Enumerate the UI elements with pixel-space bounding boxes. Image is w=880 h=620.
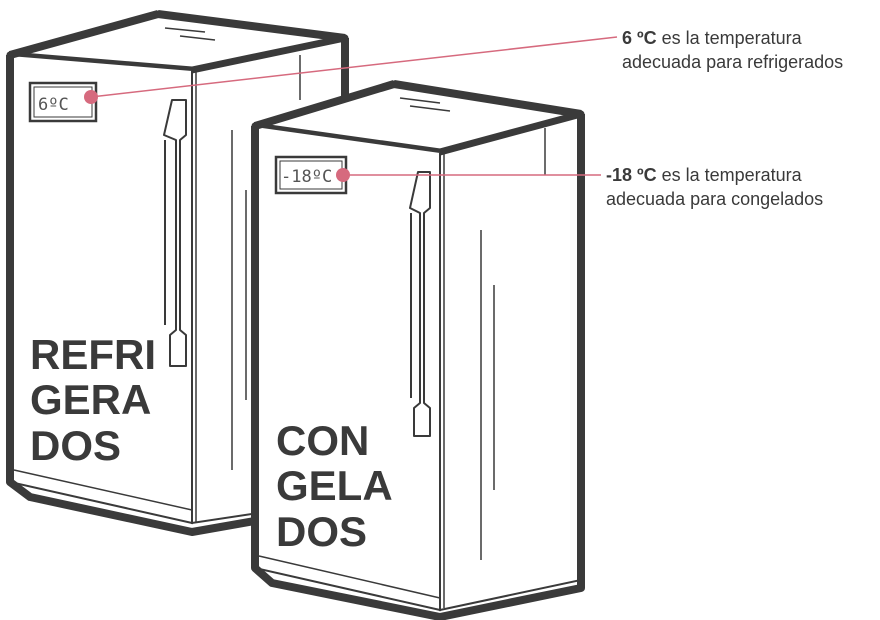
refrigerator-label-line-3: DOS <box>30 422 121 469</box>
freezer-callout-dot <box>336 168 350 182</box>
freezer-label-line-1: CON <box>276 417 369 464</box>
freezer-display <box>274 155 348 195</box>
refrigerator-callout-dot <box>84 90 98 104</box>
freezer-side-panel <box>439 112 582 612</box>
refrigerator-label-line-1: REFRI <box>30 331 156 378</box>
refrigerator-outline-top <box>8 10 160 59</box>
freezer-label-line-3: DOS <box>276 508 367 555</box>
freezer-callout-value: -18 ºC <box>606 165 657 185</box>
refrigerator-top-groove-2 <box>179 35 216 41</box>
refrigerator-base-line <box>13 469 193 511</box>
freezer-handle <box>409 171 431 437</box>
freezer-callout-rest: es la temperatura <box>656 165 802 185</box>
freezer: -18ºC CON GELA DOS <box>251 80 585 620</box>
freezer-outline <box>251 114 585 620</box>
refrigerator-callout-text: 6 ºC es la temperatura adecuada para ref… <box>622 26 872 74</box>
freezer-callout-line-2: adecuada para congelados <box>606 189 824 209</box>
freezer-callout-text: -18 ºC es la temperatura adecuada para c… <box>606 163 876 211</box>
refrigerator-callout-line-1: 6 ºC es la temperatura <box>622 26 872 50</box>
refrigerator-outline-top-right <box>157 10 346 42</box>
refrigerator-display <box>28 81 98 123</box>
callout-lines <box>84 36 618 182</box>
freezer-label-line-2: GELA <box>276 462 393 509</box>
refrigerator-callout-value: 6 ºC <box>622 28 657 48</box>
refrigerator-top-groove <box>164 27 206 33</box>
refrigerator-display-value: 6ºC <box>38 95 69 115</box>
refrigerator-callout-line-2: adecuada para refrigerados <box>622 52 844 72</box>
refrigerator-callout-rest: es la temperatura <box>656 28 802 48</box>
freezer-top-groove <box>399 97 441 104</box>
refrigerator-handle <box>163 99 187 367</box>
freezer-top-groove-2 <box>409 105 451 112</box>
refrigerator-callout-line <box>90 36 618 98</box>
refrigerator-label-line-2: GERA <box>30 376 151 423</box>
freezer-base-line <box>258 555 441 599</box>
freezer-display-value: -18ºC <box>281 167 332 187</box>
freezer-callout-line-1: -18 ºC es la temperatura <box>606 163 876 187</box>
freezer-outline-top-right <box>393 80 582 118</box>
freezer-outline-top <box>253 80 396 130</box>
